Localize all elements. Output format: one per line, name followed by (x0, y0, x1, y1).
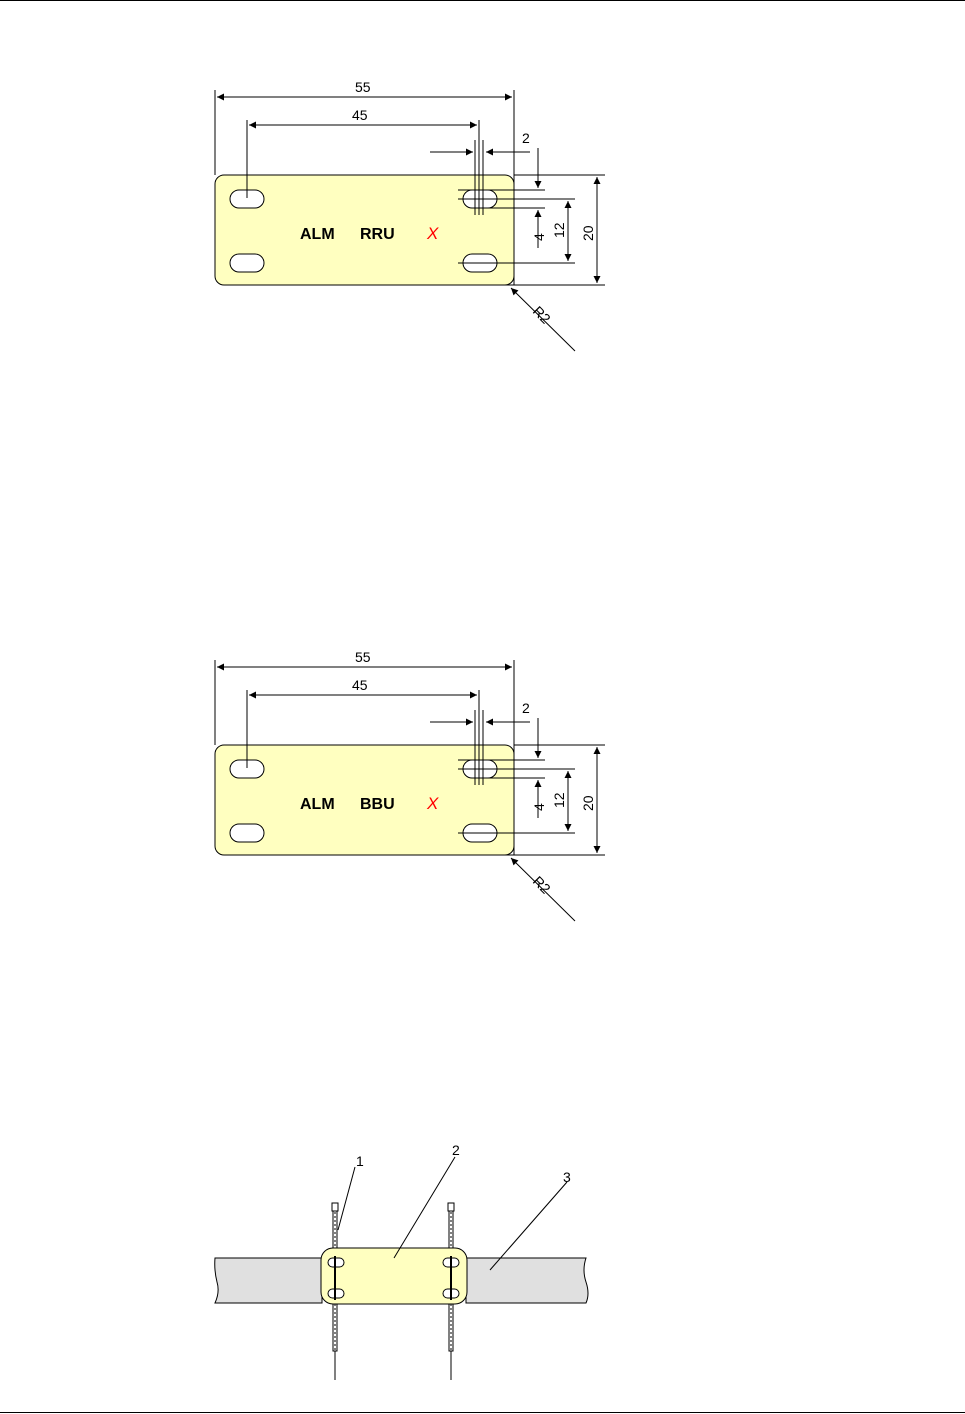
slot-hole-bottom-left (230, 254, 264, 272)
dim-hole-edge: 2 (522, 700, 530, 716)
cable-segment-left (215, 1258, 322, 1303)
dim-hole-spacing: 45 (352, 107, 368, 123)
installation-drawing: 1 2 3 (0, 1130, 640, 1390)
dim-radius: R2 (530, 303, 554, 327)
callout-3: 3 (563, 1169, 571, 1185)
dim-hole-pitch: 12 (551, 222, 567, 238)
label-text-left: ALM (300, 226, 335, 243)
footer-rule (0, 1412, 965, 1413)
callout-1: 1 (356, 1153, 364, 1169)
dim-total-width: 55 (355, 79, 371, 95)
callout-leader-3 (490, 1182, 567, 1270)
label-drawing-bbu: ALM BBU X 55 45 2 4 12 20 R2 (0, 640, 640, 940)
callout-leader-1 (338, 1167, 355, 1230)
callout-leader-2 (394, 1157, 455, 1258)
label-drawing-rru: ALM RRU X 55 45 2 4 12 20 R2 (0, 70, 640, 370)
mark-x: X (426, 794, 439, 813)
label-text-left: ALM (300, 796, 335, 813)
slot-hole-bottom-left (230, 824, 264, 842)
cable-segment-right (466, 1258, 588, 1303)
dim-hole-height: 4 (531, 803, 547, 811)
dim-total-width: 55 (355, 649, 371, 665)
label-text-right: RRU (360, 226, 395, 243)
callout-2: 2 (452, 1142, 460, 1158)
dim-radius: R2 (530, 873, 554, 897)
dim-hole-spacing: 45 (352, 677, 368, 693)
dim-total-height: 20 (580, 795, 596, 811)
dim-hole-height: 4 (531, 233, 547, 241)
header-rule (0, 0, 965, 1)
mark-x: X (426, 224, 439, 243)
dim-hole-pitch: 12 (551, 792, 567, 808)
label-text-right: BBU (360, 796, 395, 813)
dim-hole-edge: 2 (522, 130, 530, 146)
dim-total-height: 20 (580, 225, 596, 241)
